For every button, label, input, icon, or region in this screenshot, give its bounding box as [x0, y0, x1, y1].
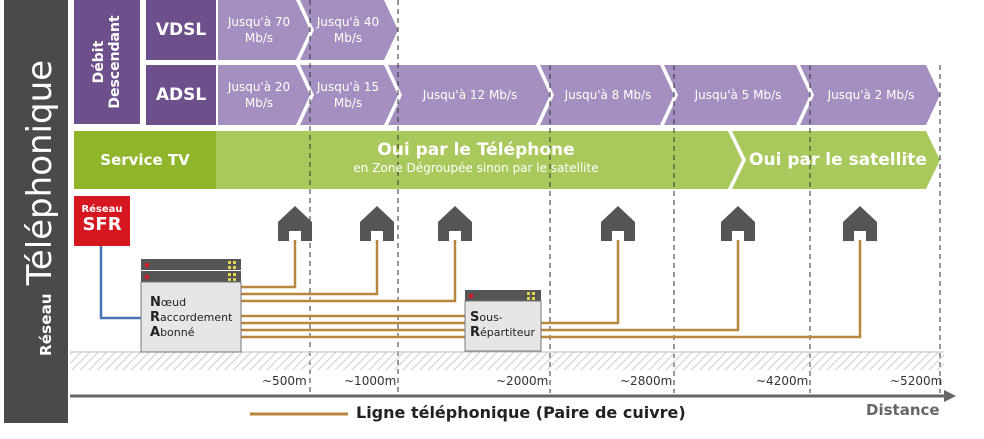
adsl-segment-5 — [664, 65, 810, 125]
house-icon — [278, 206, 312, 241]
tv-phone-band — [216, 131, 742, 189]
tv-satellite-text: Oui par le satellite — [749, 150, 927, 170]
houses — [278, 206, 877, 241]
adsl-segment-4 — [540, 65, 674, 125]
nra-label: Nœud Raccordement Abonné — [150, 295, 233, 340]
adsl-segment-3-label: Jusqu'à 12 Mb/s — [422, 88, 518, 102]
fiber-line — [99, 246, 141, 320]
adsl-segment-4-label: Jusqu'à 8 Mb/s — [564, 88, 652, 102]
distance-1000m: ~1000m — [344, 374, 397, 388]
tv-phone-title: Oui par le Téléphone — [377, 140, 575, 160]
sfr-logo-line2: SFR — [82, 214, 122, 235]
house-icon — [601, 206, 635, 241]
service-tv-label: Service TV — [74, 131, 216, 189]
adsl-segment-5-label: Jusqu'à 5 Mb/s — [694, 88, 782, 102]
distance-500m: ~500m — [262, 374, 307, 388]
legend-label: Ligne téléphonique (Paire de cuivre) — [356, 403, 686, 422]
adsl-segment-2 — [300, 65, 398, 125]
adsl-segment-3 — [388, 65, 550, 125]
ground — [70, 352, 944, 370]
adsl-segment-1 — [218, 65, 310, 125]
adsl-label: ADSL — [146, 65, 216, 125]
adsl-segment-6-label: Jusqu'à 2 Mb/s — [827, 88, 915, 102]
vdsl-segment-1 — [218, 0, 310, 60]
distance-2800m: ~2800m — [620, 374, 673, 388]
side-banner: RéseauTéléphonique — [4, 0, 68, 423]
adsl-segment-6 — [800, 65, 940, 125]
house-icon — [843, 206, 877, 241]
distance-5200m: ~5200m — [890, 374, 943, 388]
house-icon — [360, 206, 394, 241]
tv-phone-subtitle: en Zone Dégroupée sinon par le satellite — [353, 161, 599, 175]
distance-guides — [309, 0, 941, 393]
distance-axis-label: Distance — [866, 401, 940, 419]
sfr-logo-line1: Réseau — [81, 204, 123, 215]
debit-descendant-label: Débit Descendant — [74, 0, 140, 124]
sous-repartiteur-box — [464, 290, 542, 352]
tv-phone-text: Oui par le Téléphone en Zone Dégroupée s… — [216, 131, 736, 189]
copper-lines — [240, 240, 862, 339]
sous-repartiteur-label: Sous- Répartiteur — [470, 310, 535, 340]
nra-box — [140, 259, 242, 353]
distance-2000m: ~2000m — [496, 374, 549, 388]
vdsl-segment-2 — [300, 0, 398, 60]
vdsl-label: VDSL — [146, 0, 216, 60]
distance-4200m: ~4200m — [756, 374, 809, 388]
tv-satellite-band — [732, 131, 940, 189]
sfr-logo: Réseau SFR — [74, 196, 130, 246]
house-icon — [721, 206, 755, 241]
distance-axis-arrowhead — [944, 390, 956, 402]
house-icon — [438, 206, 472, 241]
